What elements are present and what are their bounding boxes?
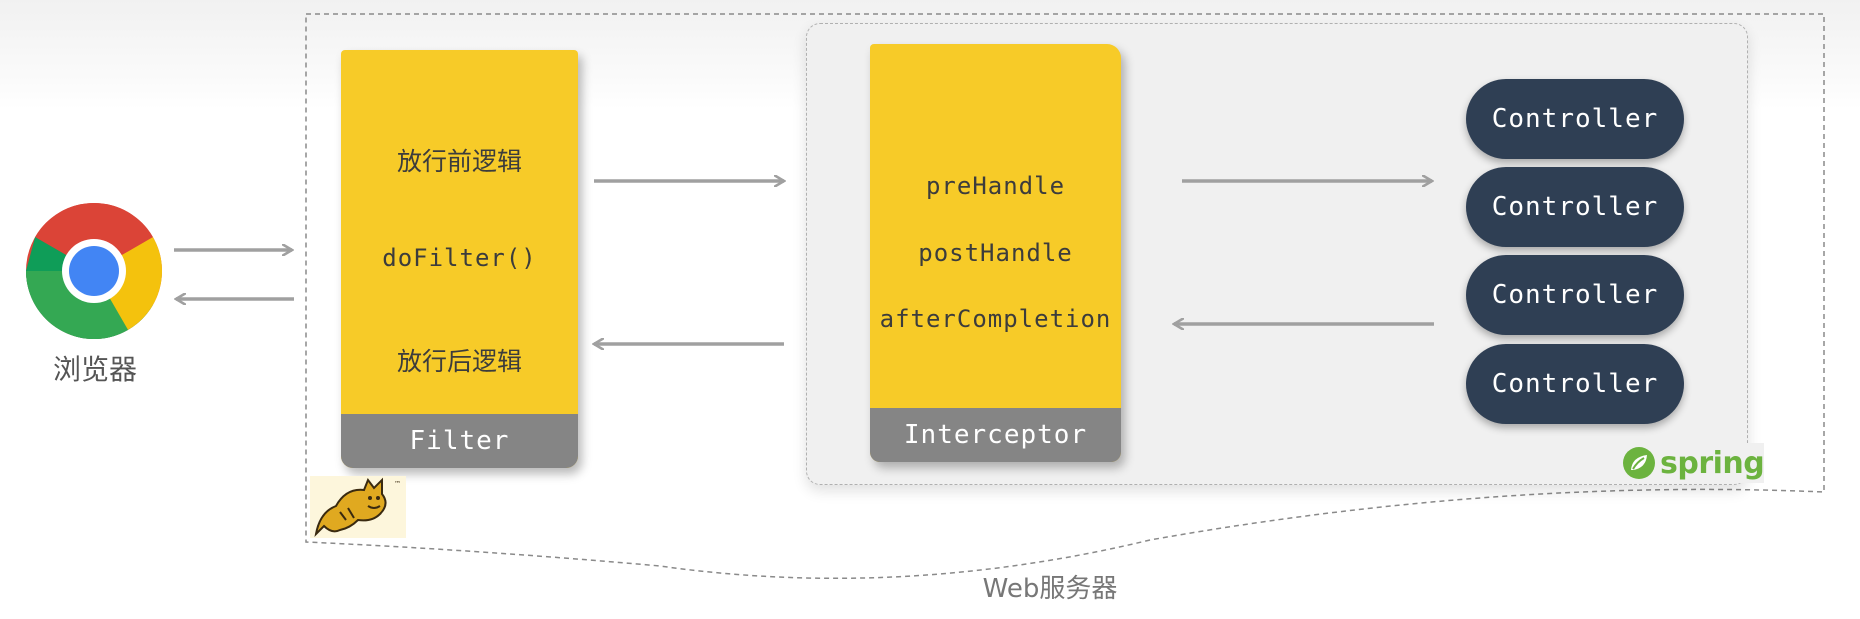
spring-logo-text: spring xyxy=(1660,445,1765,481)
controller-3: Controller xyxy=(1466,255,1684,335)
web-server-label: Web服务器 xyxy=(982,574,1118,604)
controller-2: Controller xyxy=(1466,167,1684,247)
spring-leaf-icon xyxy=(1623,447,1655,479)
interceptor-column: preHandle postHandle afterCompletion Int… xyxy=(870,44,1121,462)
interceptor-prehandle: preHandle xyxy=(925,172,1066,200)
spring-logo: spring xyxy=(1622,443,1765,483)
interceptor-aftercompletion: afterCompletion xyxy=(879,305,1112,333)
controller-4: Controller xyxy=(1466,344,1684,424)
svg-text:™: ™ xyxy=(394,480,401,488)
tomcat-icon: ™ xyxy=(310,476,406,538)
interceptor-title: Interceptor xyxy=(870,408,1121,462)
browser-label: 浏览器 xyxy=(52,353,137,386)
controller-1: Controller xyxy=(1466,79,1684,159)
filter-after-logic: 放行后逻辑 xyxy=(396,347,522,376)
filter-before-logic: 放行前逻辑 xyxy=(396,147,522,176)
filter-title: Filter xyxy=(341,414,578,468)
filter-dofilter-call: doFilter() xyxy=(382,244,537,272)
chrome-icon xyxy=(25,202,163,340)
filter-column: 放行前逻辑 doFilter() 放行后逻辑 Filter xyxy=(341,50,578,468)
interceptor-posthandle: postHandle xyxy=(918,239,1073,267)
